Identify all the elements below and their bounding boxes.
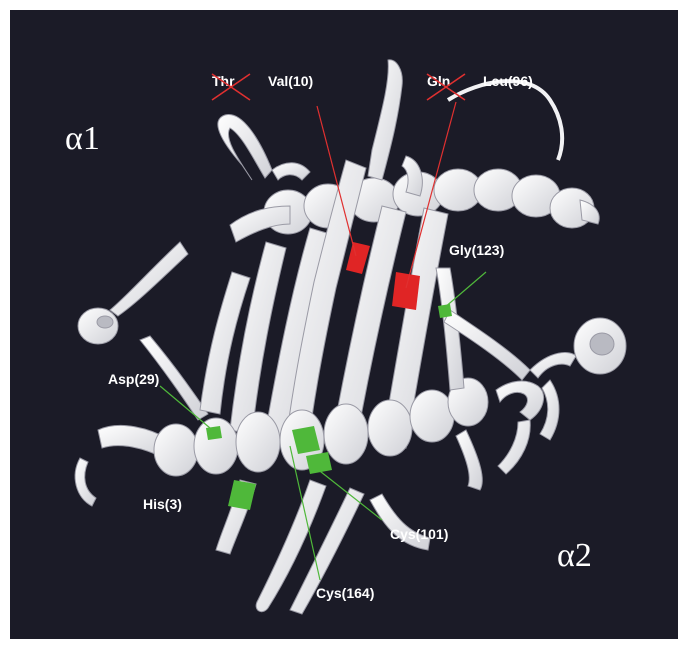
alpha2-strands	[215, 429, 483, 615]
strike-cross-icon	[426, 73, 466, 101]
alpha2-right-region	[435, 267, 627, 475]
removed-residue-gln: Gln	[426, 73, 466, 101]
highlight-red-residues	[346, 242, 420, 310]
ribbon-structure	[74, 59, 627, 615]
label-leu96: Leu(96)	[483, 73, 533, 89]
label-cys101: Cys(101)	[390, 526, 449, 542]
top-hairpin	[367, 59, 423, 197]
leader-cys164	[289, 445, 321, 581]
alpha1-label: α1	[65, 120, 100, 157]
alpha2-label: α2	[557, 537, 592, 574]
label-val10: Val(10)	[268, 73, 314, 89]
removed-residue-thr: Thr	[211, 73, 251, 101]
top-right-loop	[446, 79, 565, 161]
protein-ribbon-figure: α1 α2 Thr Gln Val(10) Leu(96) Gly(123) A…	[10, 10, 678, 639]
strike-cross-icon	[211, 73, 251, 101]
label-cys164: Cys(164)	[316, 585, 375, 601]
leader-lines	[159, 101, 487, 581]
alpha1-loops	[77, 114, 311, 421]
label-asp29: Asp(29)	[108, 371, 160, 387]
leader-val10	[316, 105, 357, 257]
leader-gly123	[443, 271, 487, 309]
leader-cys101	[315, 467, 383, 521]
label-his3: His(3)	[143, 496, 182, 512]
highlight-green-residues	[206, 304, 452, 510]
beta-sheet	[199, 159, 449, 461]
label-gly123: Gly(123)	[449, 242, 505, 258]
leader-asp29	[159, 385, 211, 429]
leader-leu96	[405, 101, 457, 289]
